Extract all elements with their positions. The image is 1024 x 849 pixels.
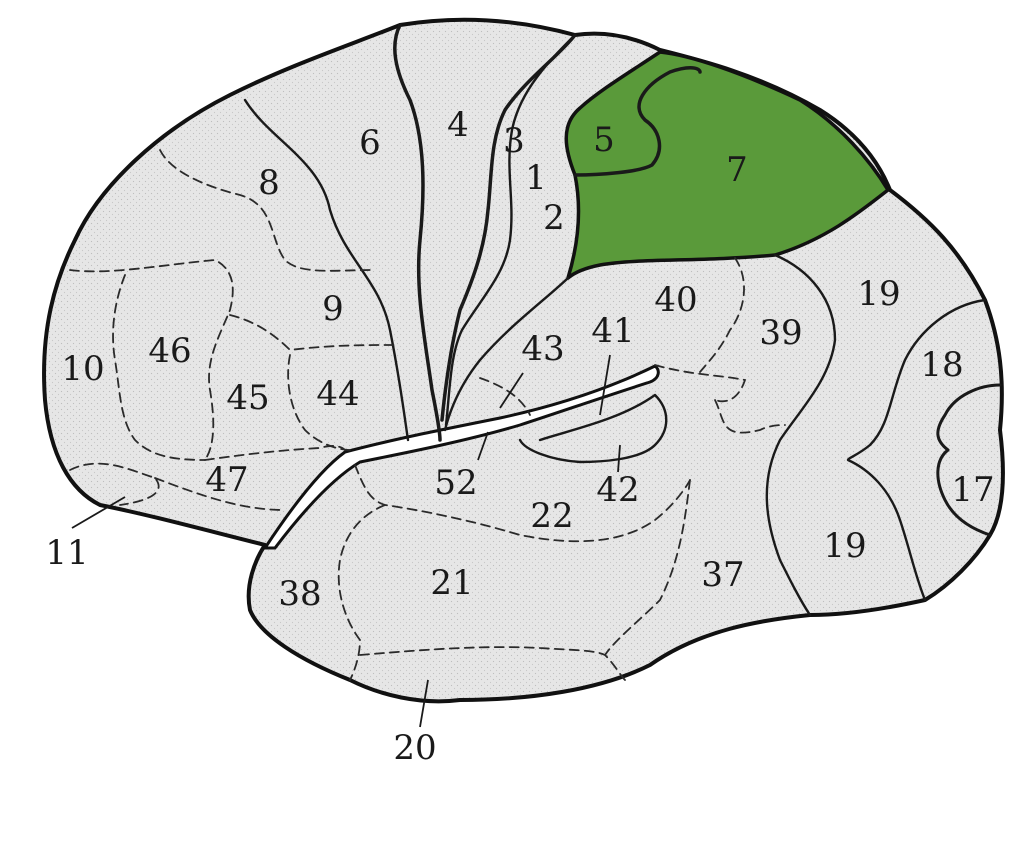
label-area-47: 47 xyxy=(205,460,248,500)
leader-41 xyxy=(599,354,611,416)
postcentral-sulcus xyxy=(444,33,577,427)
border-10-46 xyxy=(69,259,234,461)
label-area-9: 9 xyxy=(322,289,344,329)
area-7-highlight xyxy=(564,50,890,280)
label-area-42: 42 xyxy=(596,470,639,510)
central-sulcus-anterior xyxy=(393,23,442,442)
border-46-10 xyxy=(112,274,206,461)
border-45-44 xyxy=(229,314,396,351)
central-sulcus xyxy=(440,33,577,422)
label-area-2: 2 xyxy=(543,198,565,238)
leader-11 xyxy=(71,496,126,529)
label-area-5: 5 xyxy=(593,120,615,160)
label-area-3: 3 xyxy=(503,121,525,161)
border-22-21 xyxy=(354,464,691,543)
label-area-45: 45 xyxy=(226,378,269,418)
label-area-39: 39 xyxy=(759,313,802,353)
label-area-10: 10 xyxy=(61,349,104,389)
label-area-43: 43 xyxy=(521,329,564,369)
leader-43 xyxy=(499,372,524,409)
leader-52 xyxy=(477,431,489,461)
label-area-21: 21 xyxy=(430,563,473,603)
label-area-22: 22 xyxy=(530,496,573,536)
label-area-46: 46 xyxy=(148,331,191,371)
label-area-44: 44 xyxy=(316,374,359,414)
border-5-7 xyxy=(573,66,702,177)
label-area-52: 52 xyxy=(434,463,477,503)
label-area-1: 1 xyxy=(525,158,547,198)
label-area-41: 41 xyxy=(591,311,634,351)
label-area-4: 4 xyxy=(447,105,469,145)
border-39-19 xyxy=(765,253,837,617)
border-42 xyxy=(654,364,747,403)
label-area-38: 38 xyxy=(278,574,321,614)
border-8-46 xyxy=(159,149,376,272)
label-area-37: 37 xyxy=(701,555,744,595)
label-area-7: 7 xyxy=(726,150,748,190)
label-area-8: 8 xyxy=(258,163,280,203)
label-area-20: 20 xyxy=(393,728,436,768)
border-21-37 xyxy=(604,479,691,656)
border-44 xyxy=(287,354,351,451)
sylvian-fissure xyxy=(262,364,660,550)
leader-42 xyxy=(617,444,621,473)
label-area-18: 18 xyxy=(920,345,963,385)
label-area-6: 6 xyxy=(359,123,381,163)
border-43-40 xyxy=(479,377,531,416)
border-18-17 xyxy=(936,383,1002,537)
precentral-sulcus xyxy=(243,98,410,442)
border-47 xyxy=(204,445,346,461)
border-19-18 xyxy=(846,298,987,602)
label-area-11: 11 xyxy=(45,533,88,573)
border-42-41 xyxy=(518,393,668,464)
label-area-17: 17 xyxy=(951,470,994,510)
border-21-38 xyxy=(337,504,386,681)
postcentral-border xyxy=(443,276,570,432)
label-area-40: 40 xyxy=(654,280,697,320)
border-40-39 xyxy=(699,257,745,373)
border-47-lower xyxy=(154,477,286,511)
leader-20 xyxy=(419,679,429,728)
label-area-19-upper: 19 xyxy=(857,274,900,314)
label-area-19-lower: 19 xyxy=(823,526,866,566)
border-21-20 xyxy=(359,646,626,681)
border-37-42 xyxy=(714,399,786,434)
